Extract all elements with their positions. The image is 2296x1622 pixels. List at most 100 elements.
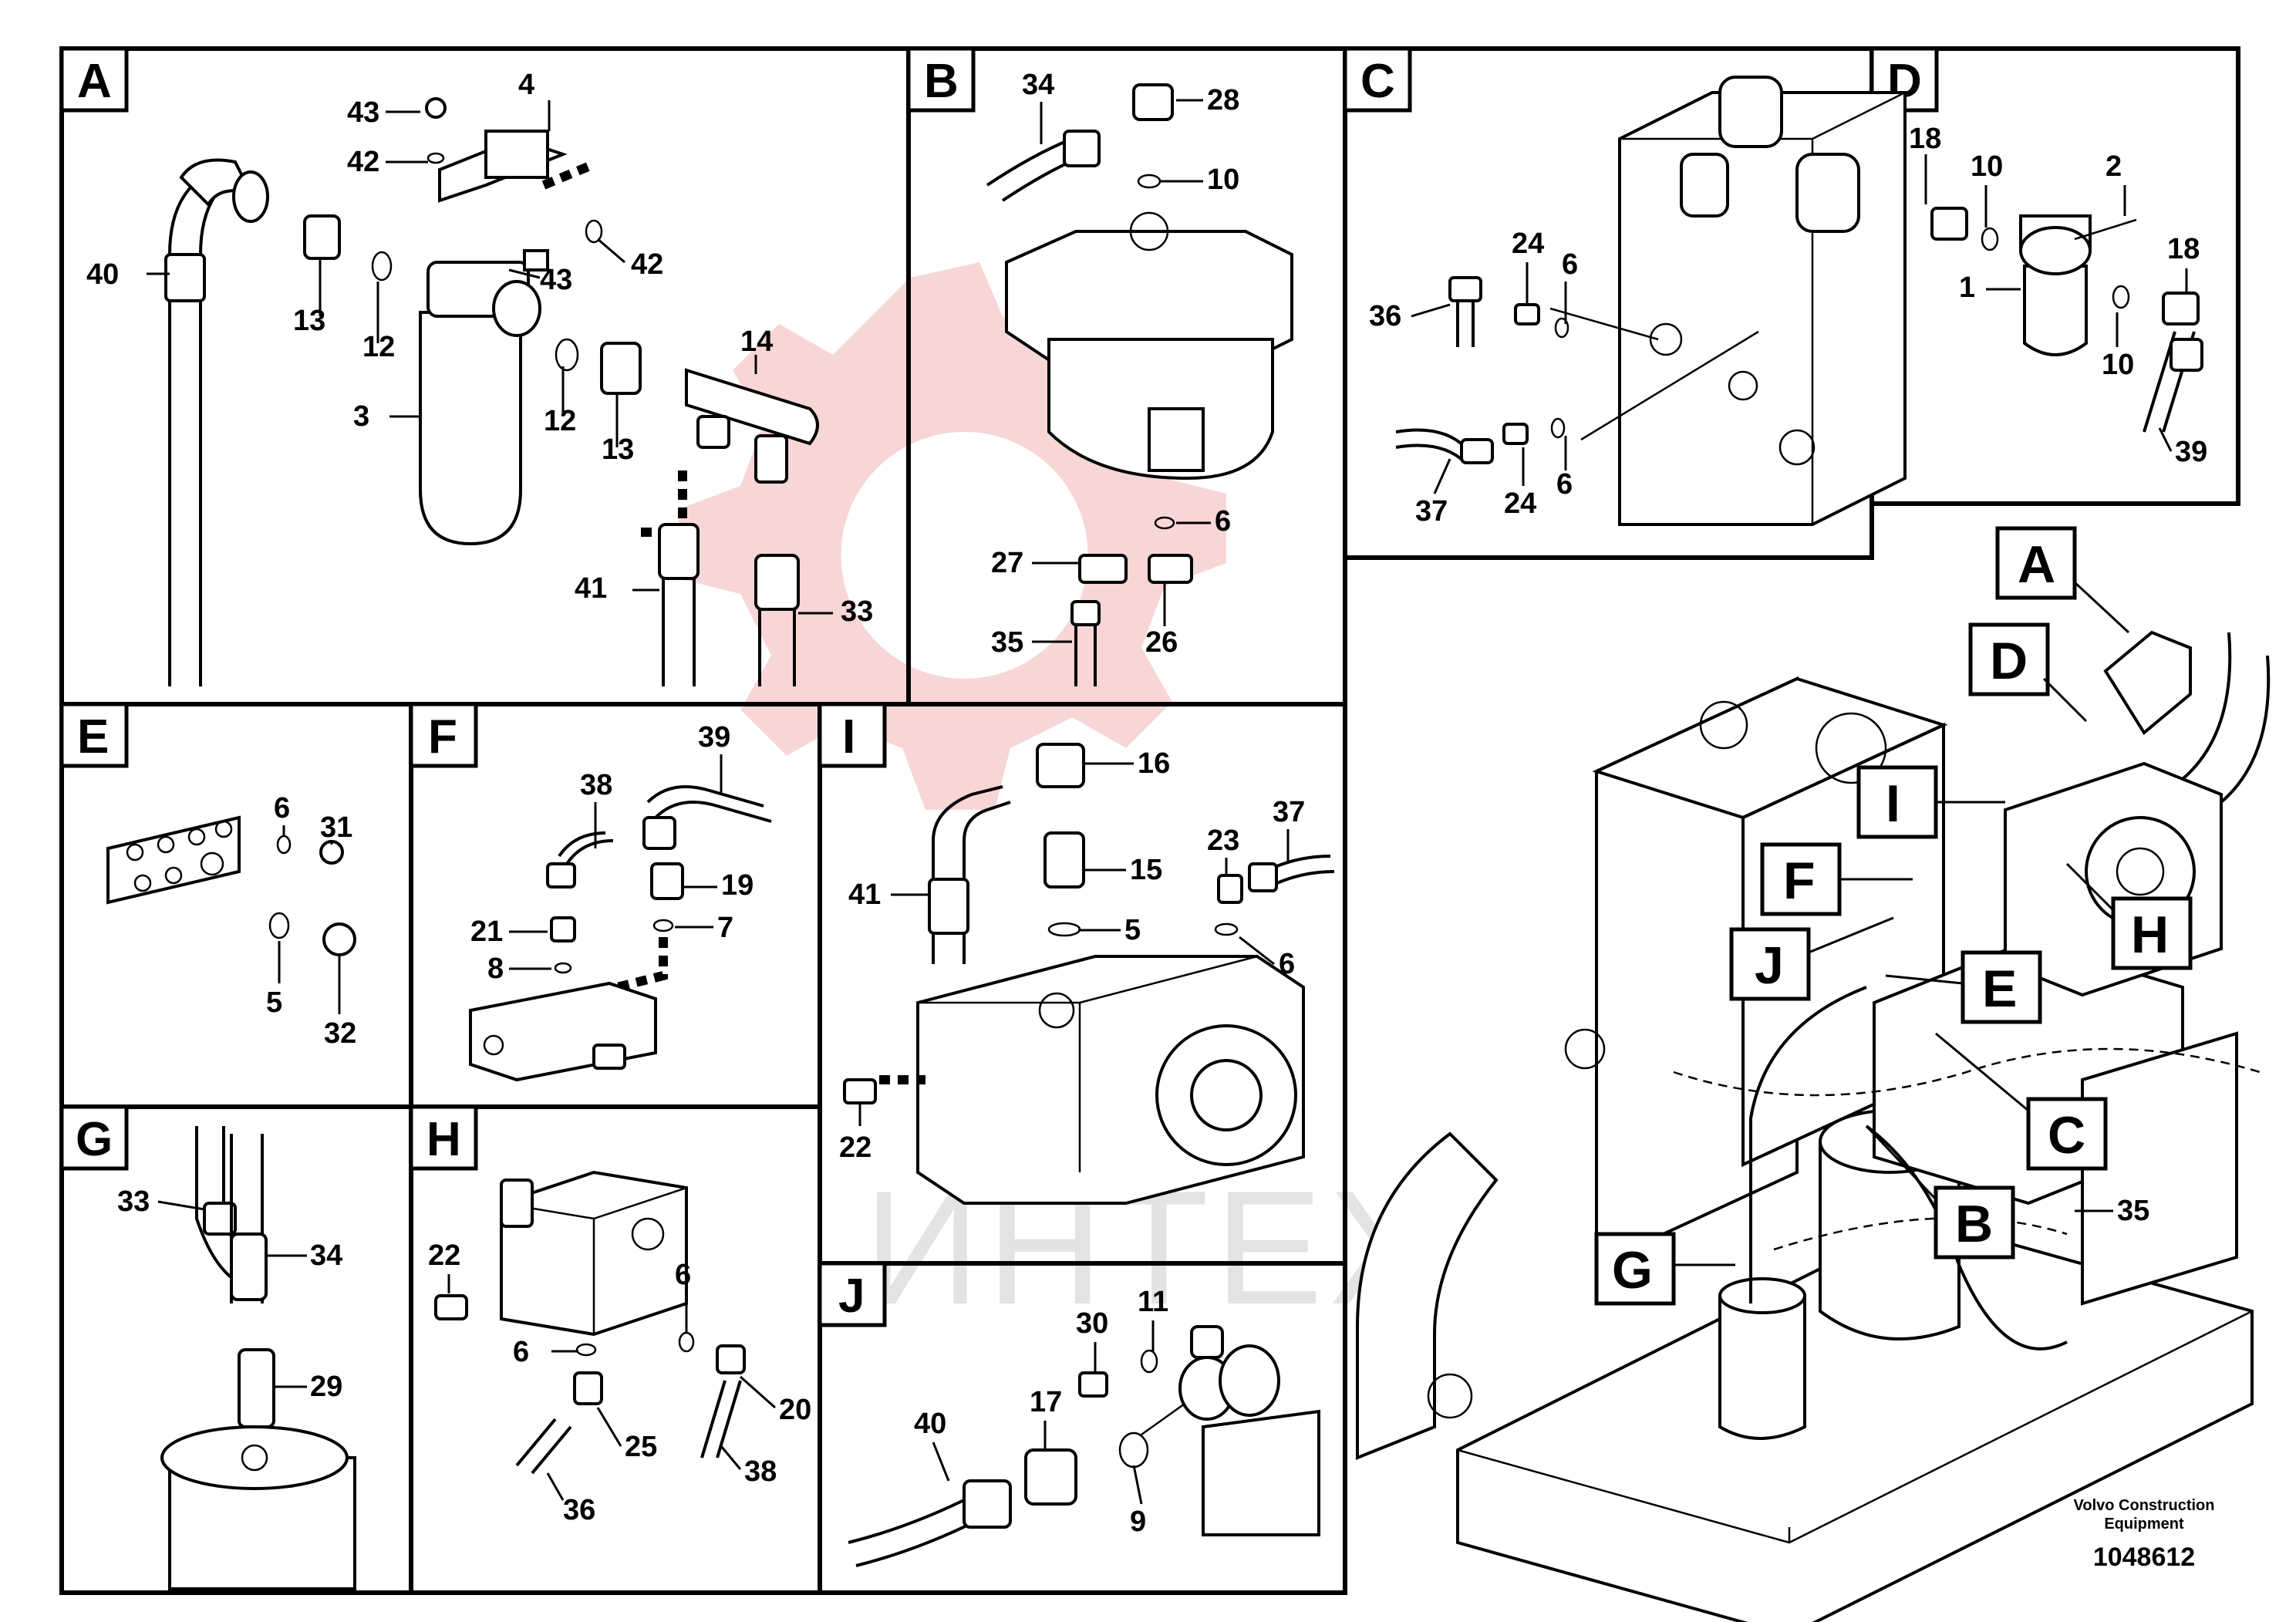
- svg-text:27: 27: [991, 547, 1023, 579]
- panel-h-labels: 22 6 6 20 25 38 36: [428, 1239, 811, 1526]
- svg-text:35: 35: [2117, 1195, 2149, 1227]
- svg-text:40: 40: [914, 1408, 946, 1440]
- svg-text:19: 19: [721, 869, 754, 902]
- svg-text:28: 28: [1207, 84, 1239, 116]
- panel-d-drawing: [1930, 207, 2203, 433]
- svg-text:J: J: [838, 1270, 865, 1323]
- svg-text:11: 11: [1138, 1286, 1168, 1318]
- panel-tag-i: I: [818, 702, 887, 768]
- svg-text:33: 33: [841, 595, 873, 628]
- svg-text:38: 38: [744, 1455, 777, 1488]
- svg-text:H: H: [2131, 905, 2169, 964]
- svg-text:41: 41: [575, 572, 607, 605]
- svg-text:22: 22: [428, 1239, 460, 1272]
- svg-text:14: 14: [740, 325, 773, 358]
- svg-text:39: 39: [2175, 436, 2207, 468]
- svg-text:42: 42: [347, 146, 379, 178]
- svg-text:18: 18: [1909, 123, 1941, 155]
- panel-g-drawing: [160, 1126, 356, 1590]
- svg-text:6: 6: [1562, 248, 1578, 281]
- overview-machine: [1356, 630, 2271, 1622]
- panel-tag-j: J: [818, 1261, 887, 1327]
- panel-j-drawing: [848, 1325, 1320, 1567]
- svg-text:H: H: [426, 1113, 461, 1166]
- panel-tag-h: H: [409, 1104, 478, 1171]
- svg-text:10: 10: [2102, 349, 2134, 381]
- callout-h: H: [2065, 862, 2193, 970]
- svg-text:15: 15: [1130, 854, 1162, 886]
- svg-text:12: 12: [544, 405, 576, 437]
- svg-text:31: 31: [320, 811, 352, 844]
- svg-text:39: 39: [698, 721, 730, 754]
- svg-text:43: 43: [347, 96, 379, 129]
- panel-g-labels: 33 34 29: [117, 1185, 342, 1403]
- svg-text:5: 5: [266, 986, 282, 1019]
- panel-tag-f: F: [409, 702, 478, 768]
- svg-text:36: 36: [1369, 300, 1401, 332]
- svg-text:I: I: [1886, 774, 1900, 833]
- svg-text:9: 9: [1130, 1506, 1146, 1538]
- svg-text:6: 6: [1279, 948, 1295, 980]
- panel-frames: [59, 46, 2240, 1595]
- svg-text:43: 43: [540, 264, 572, 296]
- svg-text:4: 4: [518, 69, 534, 101]
- svg-text:F: F: [1783, 851, 1816, 910]
- svg-text:34: 34: [310, 1239, 342, 1272]
- svg-text:24: 24: [1504, 487, 1536, 520]
- panel-e-drawing: [106, 815, 356, 956]
- svg-text:6: 6: [1215, 505, 1231, 538]
- svg-text:A: A: [2018, 535, 2055, 594]
- overview-part-label: 35: [2075, 1195, 2149, 1227]
- svg-text:40: 40: [86, 258, 119, 291]
- callout-c: C: [1935, 1032, 2108, 1171]
- panel-b-labels: 34 28 10 6 27 35 26: [991, 69, 1239, 659]
- svg-text:G: G: [1612, 1241, 1653, 1300]
- callout-g: G: [1594, 1232, 1735, 1306]
- svg-text:24: 24: [1512, 228, 1544, 260]
- panel-j-labels: 30 11 17 40 9: [914, 1286, 1168, 1538]
- svg-text:C: C: [1360, 55, 1395, 108]
- panel-tag-c: C: [1343, 46, 1412, 113]
- svg-text:18: 18: [2167, 233, 2200, 265]
- svg-text:6: 6: [274, 792, 290, 824]
- company-line-1: Volvo Construction: [2074, 1497, 2215, 1514]
- svg-text:38: 38: [580, 769, 612, 801]
- svg-text:26: 26: [1145, 626, 1178, 659]
- svg-text:20: 20: [779, 1394, 811, 1426]
- panel-h-drawing: [434, 1170, 746, 1475]
- panel-c-labels: 24 6 36 37 24 6: [1369, 228, 1578, 528]
- panel-a-drawing: [164, 97, 819, 686]
- svg-text:B: B: [924, 55, 959, 108]
- panel-tag-e: E: [59, 702, 129, 768]
- callout-i: I: [1856, 765, 2005, 839]
- panel-d-labels: 18 10 2 18 1 10 39: [1909, 123, 2207, 468]
- svg-text:E: E: [77, 710, 109, 764]
- svg-text:C: C: [2048, 1106, 2085, 1165]
- svg-text:37: 37: [1415, 495, 1448, 528]
- svg-text:30: 30: [1076, 1307, 1108, 1340]
- svg-text:D: D: [1990, 632, 2028, 690]
- panel-tag-g: G: [59, 1104, 129, 1171]
- svg-text:6: 6: [675, 1259, 691, 1291]
- svg-text:1: 1: [1959, 271, 1975, 304]
- svg-text:10: 10: [1207, 164, 1239, 196]
- panel-f-drawing: [469, 785, 772, 1082]
- svg-text:34: 34: [1022, 69, 1054, 101]
- panel-c-drawing: [1395, 76, 1907, 526]
- panel-i-drawing: [843, 743, 1335, 1205]
- svg-text:25: 25: [625, 1431, 657, 1463]
- company-line-2: Equipment: [2104, 1516, 2184, 1533]
- svg-text:J: J: [1755, 936, 1784, 995]
- panel-j-frame: [818, 1261, 1347, 1595]
- svg-text:A: A: [77, 55, 112, 108]
- svg-text:B: B: [1955, 1195, 1993, 1253]
- svg-text:E: E: [1982, 959, 2017, 1018]
- drawing-number: 1048612: [2093, 1543, 2195, 1572]
- svg-text:I: I: [842, 710, 855, 764]
- svg-text:16: 16: [1138, 747, 1170, 780]
- svg-text:23: 23: [1207, 824, 1239, 857]
- panel-tag-a: A: [59, 46, 129, 113]
- callout-j: J: [1729, 916, 1894, 1001]
- panel-e-labels: 6 31 5 32: [266, 792, 356, 1050]
